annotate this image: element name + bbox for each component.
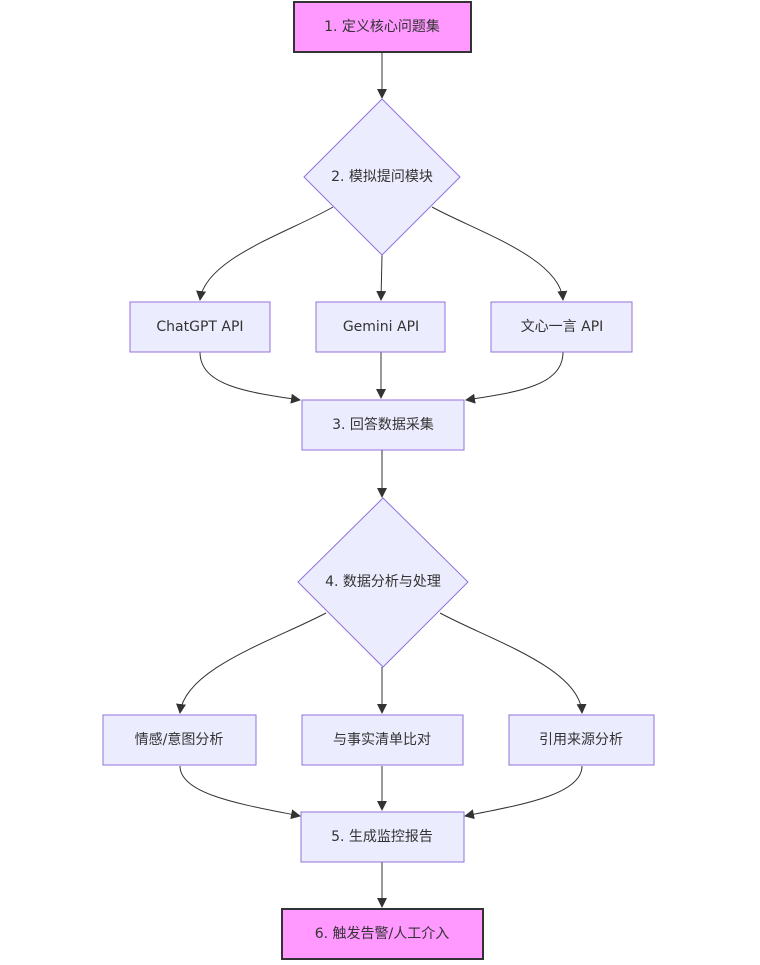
node-factcheck: 与事实清单比对 [301, 714, 464, 766]
node-alert-label: 6. 触发告警/人工介入 [315, 926, 450, 942]
node-wenxin: 文心一言 API [490, 301, 633, 353]
node-simulate-label: 2. 模拟提问模块 [331, 169, 433, 185]
edge-simulate-chatgpt [196, 206, 334, 301]
node-gemini-label: Gemini API [343, 319, 419, 335]
node-sentiment: 情感/意图分析 [102, 714, 257, 766]
node-analyze: 4. 数据分析与处理 [297, 497, 469, 668]
node-factcheck-label: 与事实清单比对 [333, 732, 431, 748]
edge-analyze-sentiment [176, 612, 327, 714]
node-define: 1. 定义核心问题集 [293, 1, 472, 53]
edge-analyze-citation [439, 612, 587, 714]
node-chatgpt-label: ChatGPT API [156, 319, 243, 335]
edge-sentiment-report [179, 765, 301, 820]
node-sentiment-label: 情感/意图分析 [135, 731, 224, 748]
node-collect-label: 3. 回答数据采集 [332, 416, 434, 433]
node-alert: 6. 触发告警/人工介入 [281, 908, 484, 960]
node-chatgpt: ChatGPT API [129, 301, 271, 353]
edge-simulate-gemini [376, 254, 387, 301]
node-analyze-label: 4. 数据分析与处理 [325, 574, 441, 590]
node-define-label: 1. 定义核心问题集 [324, 18, 440, 35]
node-collect: 3. 回答数据采集 [301, 399, 465, 451]
node-citation: 引用来源分析 [508, 714, 655, 766]
node-report: 5. 生成监控报告 [300, 811, 465, 863]
node-gemini: Gemini API [315, 301, 446, 353]
node-wenxin-label: 文心一言 API [521, 319, 604, 335]
edge-citation-report [464, 765, 583, 820]
node-citation-label: 引用来源分析 [539, 732, 623, 748]
node-report-label: 5. 生成监控报告 [331, 829, 433, 845]
edge-chatgpt-collect [199, 351, 301, 404]
edge-simulate-wenxin [431, 206, 568, 301]
node-simulate: 2. 模拟提问模块 [303, 98, 461, 256]
edge-wenxin-collect [465, 351, 564, 404]
